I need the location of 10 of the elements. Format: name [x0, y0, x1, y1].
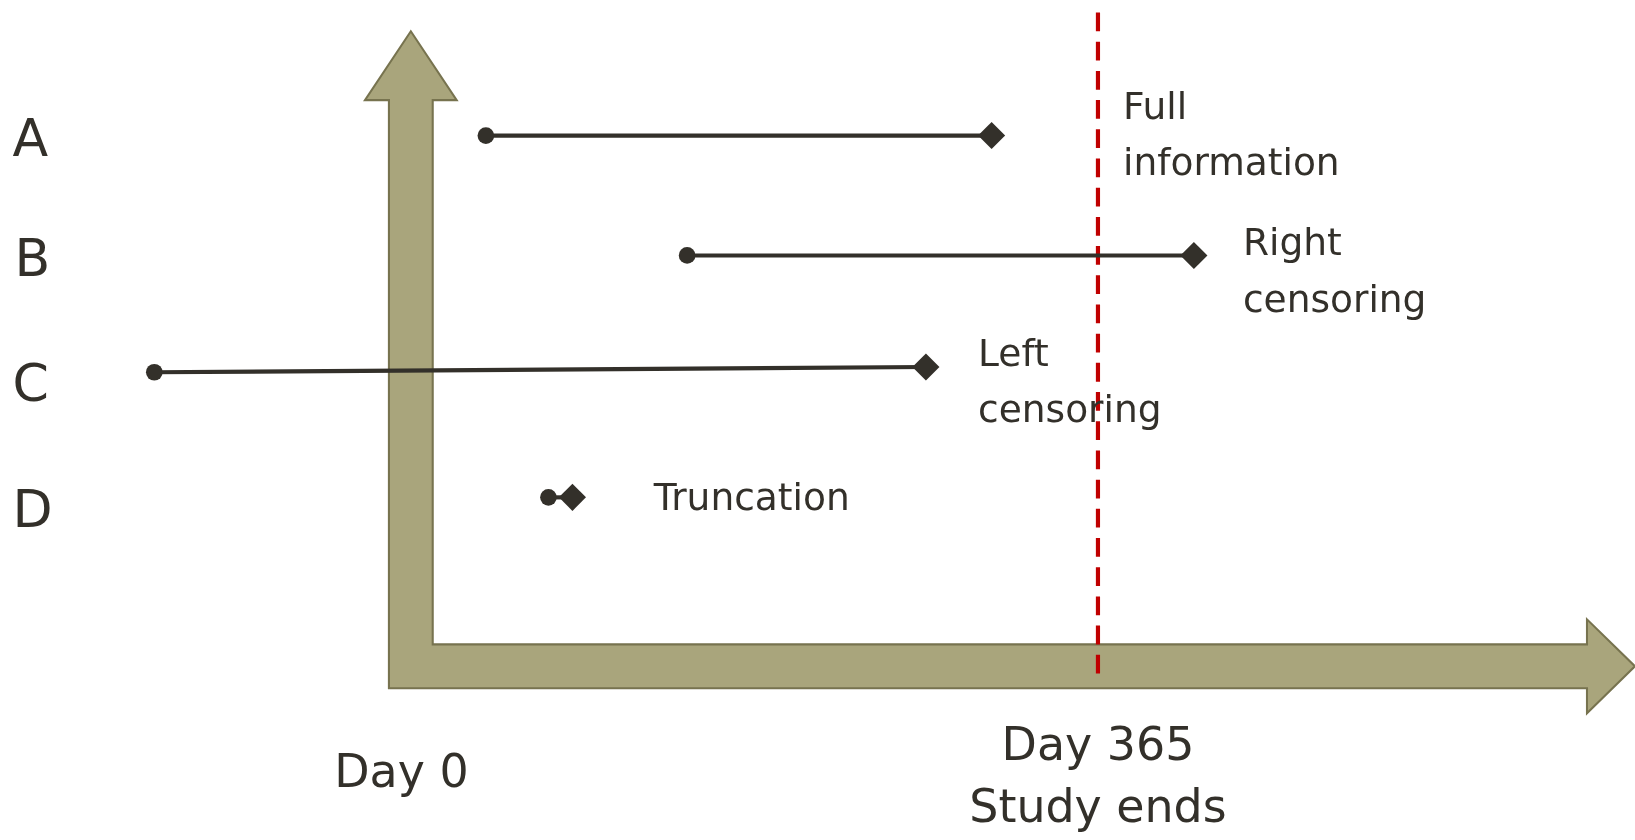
row-letter: D — [12, 477, 54, 542]
row-letter: A — [12, 107, 50, 171]
row-letter: B — [14, 227, 52, 291]
outcome-label: Left censoring — [978, 330, 1163, 433]
outcome-label: Right censoring — [1242, 220, 1428, 323]
axis-label: Day 365 Study ends — [968, 716, 1228, 835]
outcome-label: Full information — [1123, 83, 1341, 186]
axis-label: Day 0 — [333, 743, 470, 800]
outcome-label: Truncation — [653, 474, 851, 521]
row-letter: C — [12, 352, 50, 416]
